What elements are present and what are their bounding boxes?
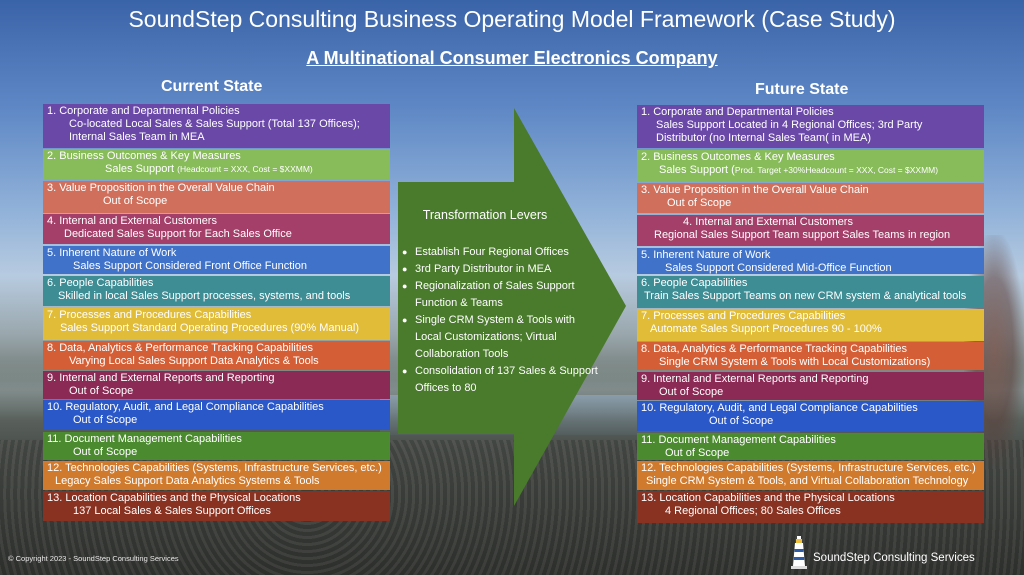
current-item-heading: 5. Inherent Nature of Work	[47, 247, 386, 260]
current-item-10: 10. Regulatory, Audit, and Legal Complia…	[43, 400, 390, 430]
lighthouse-icon	[790, 534, 808, 570]
current-item-heading: 7. Processes and Procedures Capabilities	[47, 309, 386, 322]
current-item-detail: 137 Local Sales & Sales Support Offices	[47, 505, 386, 518]
future-item-9: 9. Internal and External Reports and Rep…	[637, 372, 984, 400]
current-item-heading: 12. Technologies Capabilities (Systems, …	[47, 462, 386, 475]
future-item-heading: 9. Internal and External Reports and Rep…	[641, 373, 980, 386]
current-item-heading: 10. Regulatory, Audit, and Legal Complia…	[47, 401, 386, 414]
future-item-heading: 10. Regulatory, Audit, and Legal Complia…	[641, 402, 980, 415]
current-item-detail: Out of Scope	[47, 195, 386, 208]
future-item-detail: Sales Support (Prod. Target +30%Headcoun…	[641, 164, 980, 177]
current-item-13: 13. Location Capabilities and the Physic…	[43, 491, 390, 521]
future-item-detail: Out of Scope	[641, 415, 980, 428]
current-item-detail: Out of Scope	[47, 414, 386, 427]
current-item-heading: 6. People Capabilities	[47, 277, 386, 290]
current-item-9: 9. Internal and External Reports and Rep…	[43, 371, 390, 399]
current-state-heading: Current State	[161, 78, 262, 96]
current-item-heading: 1. Corporate and Departmental Policies	[47, 105, 386, 118]
future-item-detail: Regional Sales Support Team support Sale…	[641, 229, 980, 242]
transformation-levers-title: Transformation Levers	[400, 208, 570, 222]
future-item-detail: Train Sales Support Teams on new CRM sys…	[641, 290, 980, 303]
slide-title: SoundStep Consulting Business Operating …	[0, 6, 1024, 33]
future-item-detail-note: Prod. Target +30%Headcount = XXX, Cost =…	[735, 165, 938, 175]
future-item-heading: 7. Processes and Procedures Capabilities	[641, 310, 980, 323]
future-item-7: 7. Processes and Procedures Capabilities…	[637, 309, 984, 341]
future-item-detail: Automate Sales Support Procedures 90 - 1…	[641, 323, 980, 336]
current-item-7: 7. Processes and Procedures Capabilities…	[43, 308, 390, 340]
current-item-detail: Legacy Sales Support Data Analytics Syst…	[47, 475, 386, 488]
current-item-heading: 2. Business Outcomes & Key Measures	[47, 150, 386, 163]
current-item-3: 3. Value Proposition in the Overall Valu…	[43, 181, 390, 213]
current-item-heading: 11. Document Management Capabilities	[47, 433, 386, 446]
transformation-lever: Consolidation of 137 Sales & Support Off…	[402, 363, 598, 397]
future-item-detail: Out of Scope	[641, 197, 980, 210]
future-item-detail: 4 Regional Offices; 80 Sales Offices	[641, 505, 980, 518]
future-item-detail: Out of Scope	[641, 386, 980, 399]
future-state-heading: Future State	[755, 81, 848, 99]
future-item-heading: 2. Business Outcomes & Key Measures	[641, 151, 980, 164]
future-item-10: 10. Regulatory, Audit, and Legal Complia…	[637, 401, 984, 431]
future-item-heading: 3. Value Proposition in the Overall Valu…	[641, 184, 980, 197]
current-item-detail: Dedicated Sales Support for Each Sales O…	[47, 228, 386, 241]
transformation-lever: 3rd Party Distributor in MEA	[402, 261, 598, 278]
current-item-heading: 9. Internal and External Reports and Rep…	[47, 372, 386, 385]
future-item-heading: 5. Inherent Nature of Work	[641, 249, 980, 262]
future-item-heading: 13. Location Capabilities and the Physic…	[641, 492, 980, 505]
future-item-heading: 4. Internal and External Customers	[641, 216, 980, 229]
transformation-lever: Single CRM System & Tools with Local Cus…	[402, 312, 598, 363]
future-item-heading: 8. Data, Analytics & Performance Trackin…	[641, 343, 980, 356]
future-item-detail-line2: Distributor (no Internal Sales Team( in …	[641, 132, 980, 145]
current-item-detail: Out of Scope	[47, 385, 386, 398]
future-item-12: 12. Technologies Capabilities (Systems, …	[637, 461, 984, 490]
current-item-heading: 13. Location Capabilities and the Physic…	[47, 492, 386, 505]
future-item-3: 3. Value Proposition in the Overall Valu…	[637, 183, 984, 213]
future-item-heading: 6. People Capabilities	[641, 277, 980, 290]
slide-subtitle: A Multinational Consumer Electronics Com…	[0, 48, 1024, 69]
future-item-heading: 11. Document Management Capabilities	[641, 434, 980, 447]
future-item-13: 13. Location Capabilities and the Physic…	[637, 491, 984, 523]
future-item-8: 8. Data, Analytics & Performance Trackin…	[637, 342, 984, 370]
transformation-lever: Establish Four Regional Offices	[402, 244, 598, 261]
future-item-heading: 1. Corporate and Departmental Policies	[641, 106, 980, 119]
future-item-detail: Out of Scope	[641, 447, 980, 460]
current-item-detail: Varying Local Sales Support Data Analyti…	[47, 355, 386, 368]
current-item-detail: Sales Support Considered Front Office Fu…	[47, 260, 386, 273]
future-item-detail: Single CRM System & Tools, and Virtual C…	[641, 475, 980, 488]
copyright-text: © Copyright 2023 - SoundStep Consulting …	[8, 554, 179, 563]
current-item-detail: Co-located Local Sales & Sales Support (…	[47, 118, 386, 131]
current-item-heading: 4. Internal and External Customers	[47, 215, 386, 228]
current-item-heading: 3. Value Proposition in the Overall Valu…	[47, 182, 386, 195]
future-item-detail: Sales Support Located in 4 Regional Offi…	[641, 119, 980, 132]
transformation-levers-list: Establish Four Regional Offices3rd Party…	[402, 244, 598, 397]
current-item-detail-note: (Headcount = XXX, Cost = $XXMM)	[177, 164, 313, 174]
future-item-detail: Single CRM System & Tools with Local Cus…	[641, 356, 980, 369]
transformation-lever: Regionalization of Sales Support Functio…	[402, 278, 598, 312]
current-item-detail: Out of Scope	[47, 446, 386, 459]
current-item-detail: Sales Support (Headcount = XXX, Cost = $…	[47, 163, 386, 176]
brand-name: SoundStep Consulting Services	[813, 552, 975, 564]
future-item-heading: 12. Technologies Capabilities (Systems, …	[641, 462, 980, 475]
current-item-12: 12. Technologies Capabilities (Systems, …	[43, 461, 390, 490]
current-item-heading: 8. Data, Analytics & Performance Trackin…	[47, 342, 386, 355]
current-item-detail: Skilled in local Sales Support processes…	[47, 290, 386, 303]
future-item-detail: Sales Support Considered Mid-Office Func…	[641, 262, 980, 275]
current-item-detail: Sales Support Standard Operating Procedu…	[47, 322, 386, 335]
current-item-8: 8. Data, Analytics & Performance Trackin…	[43, 341, 390, 370]
current-item-detail-line2: Internal Sales Team in MEA	[47, 131, 386, 144]
